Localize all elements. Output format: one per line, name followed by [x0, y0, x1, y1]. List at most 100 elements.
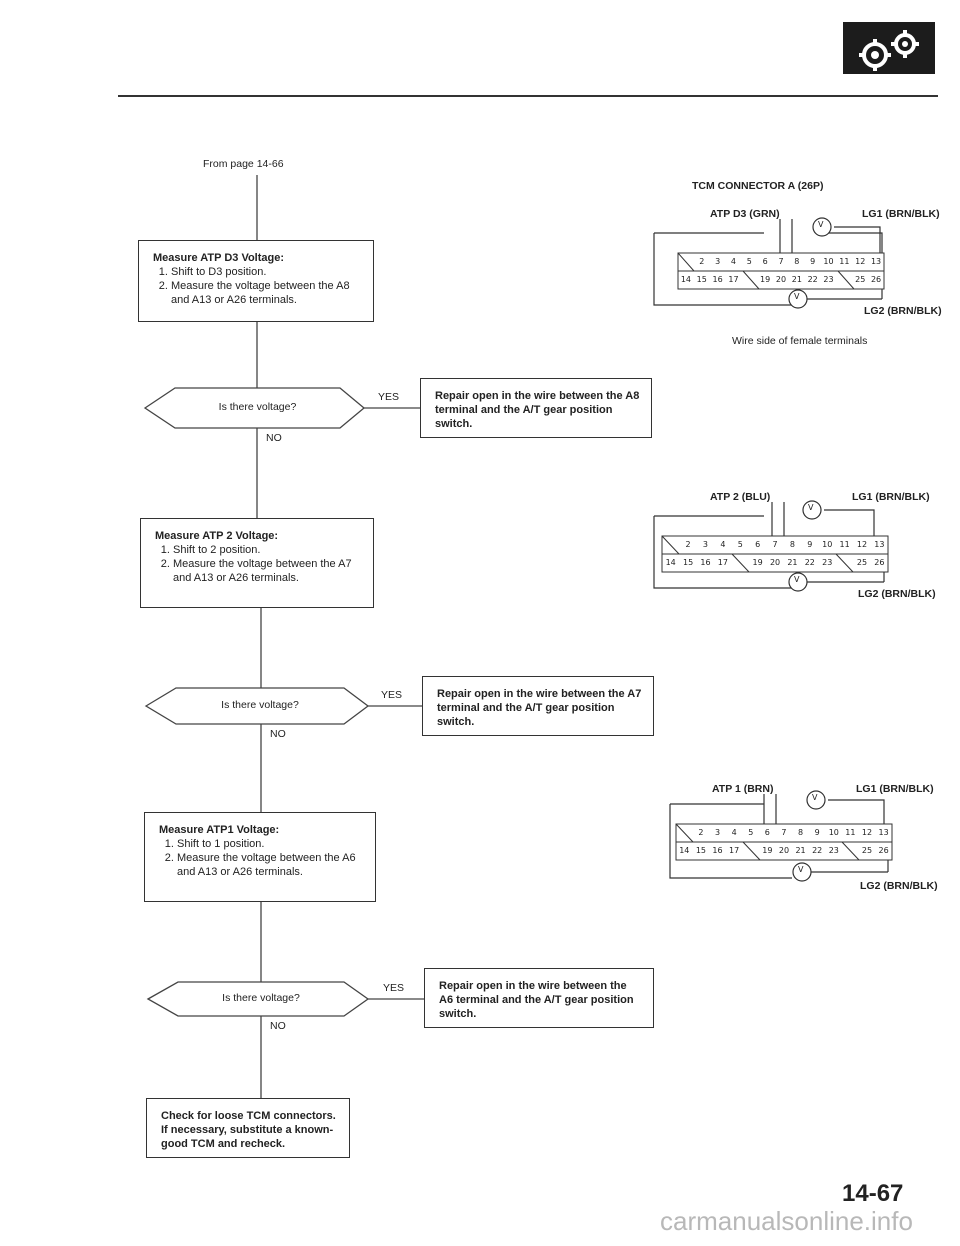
yes-label: YES	[378, 391, 400, 403]
pin: 11	[839, 540, 850, 549]
pin-row-top: 2 3 4 5 6 7 8 9 10 11 12 13	[676, 824, 892, 842]
pin: 21	[791, 275, 802, 284]
pin: 8	[794, 257, 800, 266]
step-title: Measure ATP D3 Voltage:	[153, 252, 285, 264]
pin-row-top: 2 3 4 5 6 7 8 9 10 11 12 13	[678, 253, 884, 271]
pin: 9	[807, 540, 813, 549]
pin: 9	[814, 828, 820, 837]
watermark: carmanualsonline.info	[660, 1206, 913, 1236]
pin: 20	[775, 275, 787, 284]
pin	[732, 554, 749, 572]
pin: 15	[695, 846, 706, 855]
pin: 19	[762, 846, 773, 855]
voltmeter-symbol: V	[798, 865, 804, 874]
pin: 25	[861, 846, 873, 855]
pin: 6	[762, 257, 768, 266]
decision-text: Is there voltage?	[221, 699, 299, 711]
pin: 13	[874, 540, 885, 549]
pin: 15	[696, 275, 707, 284]
pin	[836, 554, 853, 572]
step-item: Shift to D3 position.	[171, 265, 361, 279]
probe-label: ATP 2 (BLU)	[710, 491, 771, 503]
pin: 3	[715, 257, 721, 266]
pin: 7	[772, 540, 778, 549]
header-rule	[118, 95, 938, 97]
repair-box: Repair open in the wire between the A6 t…	[424, 968, 654, 1028]
step-item: Measure the voltage between the A7 and A…	[173, 557, 361, 585]
pin: 3	[714, 828, 721, 837]
connector-body	[669, 790, 893, 882]
step-box-atp-d3: Measure ATP D3 Voltage: Shift to D3 posi…	[138, 240, 374, 322]
lg1-label: LG1 (BRN/BLK)	[852, 491, 930, 503]
repair-box: Repair open in the wire between the A7 t…	[422, 676, 654, 736]
step-title: Measure ATP1 Voltage:	[159, 824, 280, 836]
pin: 21	[795, 846, 806, 855]
probe-label: ATP 1 (BRN)	[712, 783, 774, 795]
yes-label: YES	[381, 689, 403, 701]
final-box: Check for loose TCM connectors. If neces…	[146, 1098, 350, 1158]
pin: 17	[717, 558, 728, 567]
pin: 7	[778, 257, 784, 266]
voltmeter-symbol: V	[812, 793, 818, 802]
pin: 3	[702, 540, 709, 549]
pin: 5	[746, 257, 752, 266]
pin	[742, 842, 759, 860]
lg1-label: LG1 (BRN/BLK)	[856, 783, 934, 795]
pin	[678, 253, 694, 271]
pin: 16	[712, 275, 723, 284]
pin: 14	[680, 275, 692, 284]
gear-icon	[843, 22, 935, 74]
connector-diagram-atp-d3: ATP D3 (GRN) LG1 (BRN/BLK) LG2 (BRN/BLK)…	[652, 205, 948, 320]
step-item: Shift to 1 position.	[177, 837, 363, 851]
step-item: Shift to 2 position.	[173, 543, 361, 557]
pin-row-bottom: 14 15 16 17 19 20 21 22 23 25 26	[678, 271, 884, 289]
pin: 2	[685, 540, 691, 549]
pin: 17	[728, 275, 739, 284]
pin: 25	[855, 275, 866, 284]
pin: 26	[870, 275, 882, 284]
pin: 16	[712, 846, 723, 855]
connector-diagram-atp-1: ATP 1 (BRN) LG1 (BRN/BLK) LG2 (BRN/BLK) …	[652, 778, 948, 893]
probe-label: ATP D3 (GRN)	[710, 208, 780, 220]
yes-label: YES	[383, 982, 405, 994]
pin	[662, 536, 679, 554]
pin: 10	[822, 540, 833, 549]
pin: 4	[720, 540, 726, 549]
pin: 12	[855, 257, 866, 266]
pin-row-bottom: 14 15 16 17 19 20 21 22 23 25 26	[662, 554, 888, 572]
lg1-label: LG1 (BRN/BLK)	[862, 208, 940, 220]
connector-diagram-atp-2: ATP 2 (BLU) LG1 (BRN/BLK) LG2 (BRN/BLK) …	[652, 488, 948, 603]
pin: 14	[665, 558, 676, 567]
pin: 13	[878, 828, 889, 837]
pin: 23	[822, 558, 833, 567]
pin: 6	[764, 828, 770, 837]
pin	[842, 842, 859, 860]
decision-text: Is there voltage?	[218, 401, 297, 413]
step-box-atp-2: Measure ATP 2 Voltage: Shift to 2 positi…	[140, 518, 374, 608]
voltmeter-symbol: V	[794, 292, 800, 301]
pin: 22	[807, 275, 818, 284]
pin	[676, 824, 693, 842]
pin: 12	[861, 828, 873, 837]
pin: 7	[781, 828, 787, 837]
step-title: Measure ATP 2 Voltage:	[155, 530, 279, 542]
voltmeter-symbol: V	[808, 503, 814, 512]
pin: 19	[752, 558, 763, 567]
pin: 2	[699, 257, 705, 266]
no-label: NO	[266, 432, 282, 444]
pin: 11	[839, 257, 850, 266]
pin: 25	[856, 558, 868, 567]
pin: 8	[789, 540, 795, 549]
pin: 21	[787, 558, 798, 567]
pin: 10	[828, 828, 839, 837]
pin: 11	[845, 828, 856, 837]
pin: 14	[679, 846, 690, 855]
pin: 19	[760, 275, 771, 284]
pin: 22	[812, 846, 823, 855]
page-number: 14-67	[842, 1180, 904, 1207]
repair-box: Repair open in the wire between the A8 t…	[420, 378, 652, 438]
pin: 22	[804, 558, 815, 567]
pin-row-bottom: 14 15 16 17 19 20 21 22 23 25 26	[676, 842, 892, 860]
lg2-label: LG2 (BRN/BLK)	[864, 305, 942, 317]
pin	[836, 271, 852, 289]
